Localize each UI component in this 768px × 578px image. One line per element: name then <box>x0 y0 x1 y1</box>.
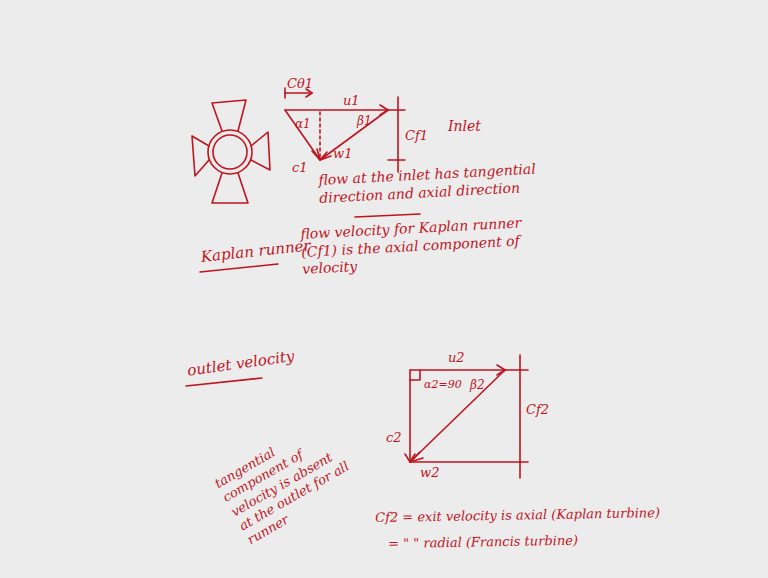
note-text: flow velocity for Kaplan runner (Cf1) is… <box>300 213 542 278</box>
note-text: Inlet <box>448 118 481 136</box>
note-text: tangential component of velocity is abse… <box>212 413 365 548</box>
note-text: α2=90 <box>424 378 462 392</box>
note-text: Cf2 <box>526 402 549 418</box>
note-text: α1 <box>295 117 311 132</box>
note-text: u2 <box>448 350 465 366</box>
runner-sketch <box>192 100 270 203</box>
note-text: outlet velocity <box>186 347 296 381</box>
note-text: Cf2 = exit velocity is axial (Kaplan tur… <box>375 505 660 526</box>
note-text: Cf1 <box>405 128 428 144</box>
note-text: Kaplan runner <box>200 236 311 266</box>
note-text: w1 <box>333 146 352 162</box>
note-text: = " " radial (Francis turbine) <box>388 533 578 553</box>
note-text: β2 <box>470 378 485 393</box>
note-text: u1 <box>343 93 360 109</box>
underline <box>355 214 420 217</box>
note-text: β1 <box>357 114 372 129</box>
note-text: flow at the inlet has tangential directi… <box>318 159 560 207</box>
note-text: Cθ1 <box>287 76 313 92</box>
inlet-velocity-triangle <box>285 88 405 172</box>
note-text: c2 <box>386 430 402 446</box>
note-text: c1 <box>292 160 308 176</box>
note-text: w2 <box>420 465 439 481</box>
outlet-velocity-triangle <box>405 355 528 478</box>
